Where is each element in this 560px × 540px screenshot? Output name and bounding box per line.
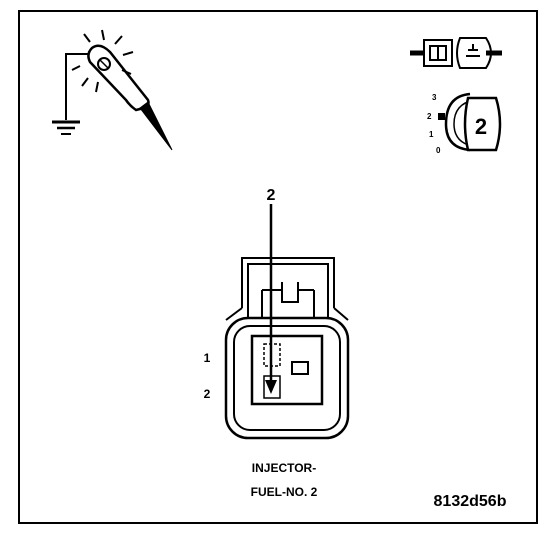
pin-label-1: 1 (204, 351, 211, 365)
ohmmeter-dial-icon: 3 2 1 0 2 (427, 92, 502, 155)
probe-pin-label: 2 (267, 187, 276, 204)
dial-scale-2: 2 (427, 112, 432, 121)
dial-scale-1: 1 (429, 130, 434, 139)
keyway (291, 361, 309, 375)
dial-pointer (438, 113, 445, 120)
probe-arrow (265, 204, 277, 394)
ground-icon (52, 120, 80, 135)
dial-scale-3: 3 (432, 93, 437, 102)
connector-name-line2: FUEL-NO. 2 (251, 485, 318, 499)
dial-scale-0: 0 (436, 146, 441, 155)
test-light-probe-icon (52, 29, 173, 151)
figure-id: 8132d56b (434, 493, 507, 510)
connector-disconnect-icon (410, 37, 502, 69)
connector-face (224, 257, 350, 440)
pin-label-2: 2 (204, 387, 211, 401)
diagram-frame (18, 10, 538, 524)
dial-selected-value: 2 (475, 114, 487, 139)
connector-name-line1: INJECTOR- (252, 461, 316, 475)
